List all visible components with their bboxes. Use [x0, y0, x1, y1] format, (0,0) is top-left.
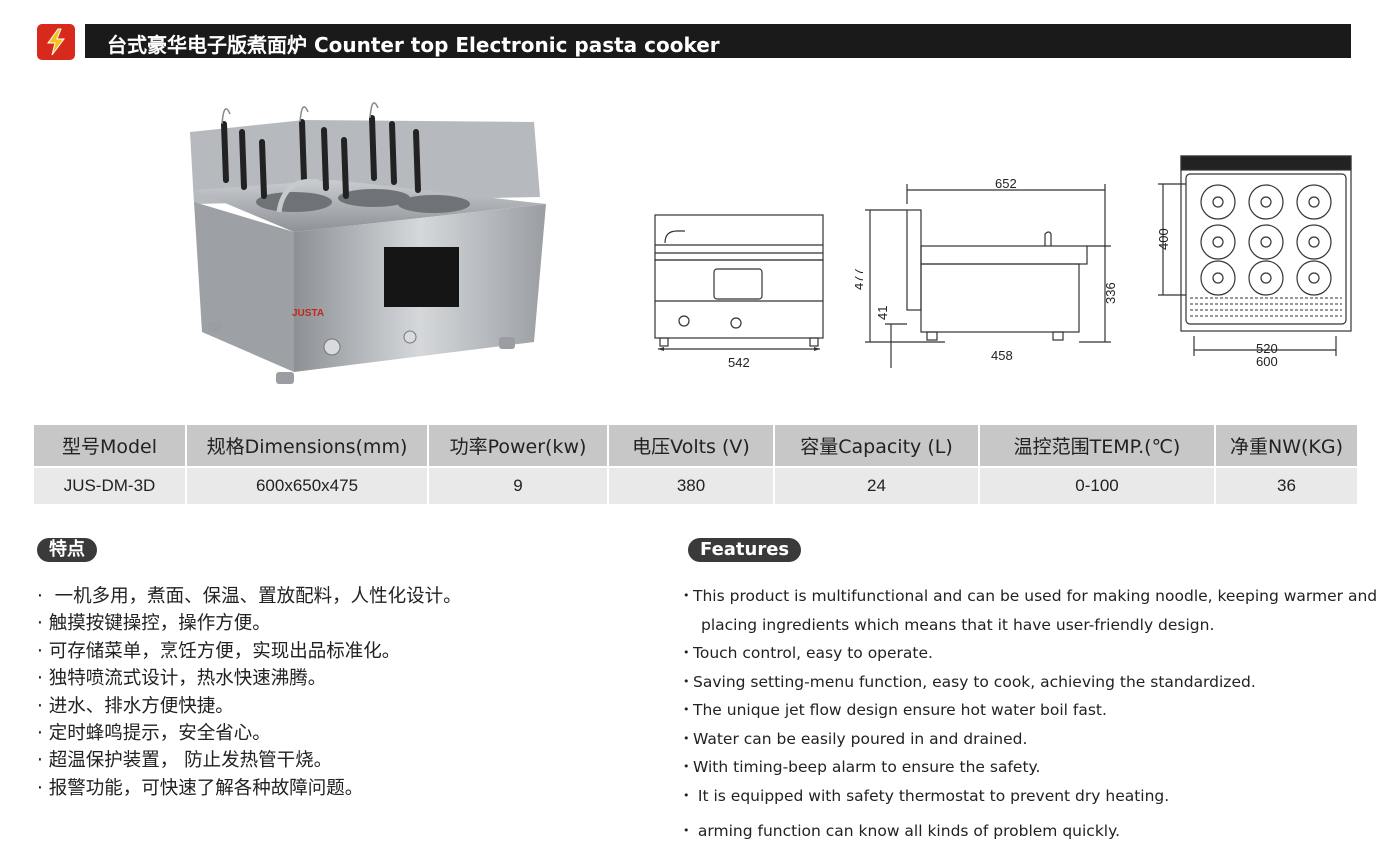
side-body-height-label: 336	[1103, 282, 1118, 304]
brand-logo	[37, 24, 75, 60]
list-item: Saving setting-menu function, easy to co…	[683, 668, 1353, 697]
cell-power: 9	[427, 466, 608, 504]
list-item: 一机多用，煮面、保温、置放配料，人性化设计。	[37, 583, 462, 610]
page-title: 台式豪华电子版煮面炉 Counter top Electronic pasta …	[107, 33, 720, 57]
list-item: 触摸按键操控，操作方便。	[37, 610, 462, 637]
list-item: Water can be easily poured in and draine…	[683, 725, 1353, 754]
header-power: 功率Power(kw)	[427, 425, 608, 467]
table-row: JUS-DM-3D 600x650x475 9 380 24 0-100 36	[34, 466, 1357, 504]
features-en-list: This product is multifunctional and can …	[683, 582, 1377, 846]
cell-temp: 0-100	[978, 466, 1215, 504]
header-temp: 温控范围TEMP.(℃)	[978, 425, 1215, 467]
cell-volts: 380	[607, 466, 774, 504]
list-item: The unique jet flow design ensure hot wa…	[683, 696, 1353, 725]
list-item: Touch control, easy to operate.	[683, 639, 1353, 668]
list-item: With timing-beep alarm to ensure the saf…	[683, 753, 1353, 782]
side-total-height-label: 477	[855, 268, 866, 290]
list-item: 报警功能，可快速了解各种故障问题。	[37, 775, 462, 802]
list-item: placing ingredients which means that it …	[701, 615, 1215, 634]
list-item: 独特喷流式设计，热水快速沸腾。	[37, 665, 462, 692]
spec-table: 型号Model 规格Dimensions(mm) 功率Power(kw) 电压V…	[34, 425, 1357, 504]
features-en-heading: Features	[688, 538, 802, 562]
header-model: 型号Model	[34, 425, 186, 467]
brand-label: JUSTA	[292, 308, 324, 319]
spec-table-header: 型号Model 规格Dimensions(mm) 功率Power(kw) 电压V…	[34, 425, 1357, 467]
list-item: 进水、排水方便快捷。	[37, 693, 462, 720]
front-view-drawing: 542	[650, 205, 830, 375]
cell-capacity: 24	[773, 466, 979, 504]
header-capacity: 容量Capacity (L)	[773, 425, 979, 467]
title-bar: 台式豪华电子版煮面炉 Counter top Electronic pasta …	[85, 24, 1351, 58]
lightning-icon	[45, 28, 67, 56]
top-inner-width-label: 520	[1256, 341, 1278, 356]
header-dimensions: 规格Dimensions(mm)	[185, 425, 428, 467]
side-view-drawing: 652 477 41 336 458	[851, 172, 1125, 372]
front-width-label: 542	[728, 355, 750, 370]
list-item: 可存储菜单，烹饪方便，实现出品标准化。	[37, 638, 462, 665]
list-item: 定时蜂鸣提示，安全省心。	[37, 720, 462, 747]
header-volts: 电压Volts (V)	[607, 425, 774, 467]
cell-dimensions: 600x650x475	[185, 466, 428, 504]
list-item: This product is multifunctional and can …	[683, 582, 1377, 611]
cell-weight: 36	[1214, 466, 1357, 504]
product-photo: JUSTA	[184, 92, 556, 392]
features-cn-list: 一机多用，煮面、保温、置放配料，人性化设计。 触摸按键操控，操作方便。 可存储菜…	[37, 583, 462, 802]
side-top-width-label: 652	[995, 176, 1017, 191]
features-cn-heading: 特点	[37, 538, 97, 562]
list-item: arming function can know all kinds of pr…	[683, 817, 1353, 846]
cell-model: JUS-DM-3D	[34, 466, 186, 504]
list-item: It is equipped with safety thermostat to…	[683, 782, 1353, 811]
top-view-drawing: 400 520 600	[1146, 150, 1361, 375]
side-bottom-width-label: 458	[991, 348, 1013, 363]
top-outer-width-label: 600	[1256, 354, 1278, 369]
header-weight: 净重NW(KG)	[1214, 425, 1357, 467]
side-foot-height-label: 41	[875, 306, 890, 320]
list-item: 超温保护装置， 防止发热管干烧。	[37, 747, 462, 774]
top-depth-label: 400	[1156, 228, 1171, 250]
